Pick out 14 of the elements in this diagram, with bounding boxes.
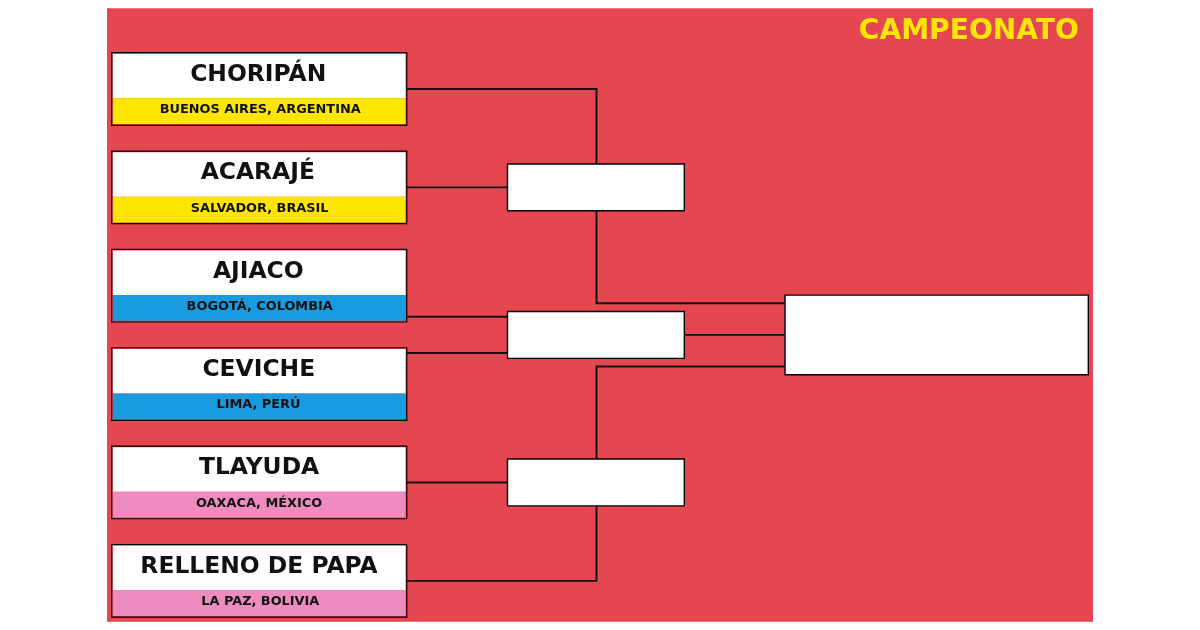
connector — [406, 88, 598, 165]
connector — [683, 333, 786, 336]
connector — [405, 352, 509, 354]
node-box — [506, 163, 685, 212]
connector — [405, 186, 509, 189]
connector — [595, 209, 786, 305]
connector — [405, 315, 509, 318]
connector — [405, 481, 509, 484]
connector — [595, 365, 786, 460]
node-box — [784, 294, 1090, 376]
connector — [406, 505, 598, 582]
node-box — [506, 458, 685, 507]
node-box — [506, 310, 685, 360]
diagram-title: CAMPEONATO — [858, 12, 1079, 46]
